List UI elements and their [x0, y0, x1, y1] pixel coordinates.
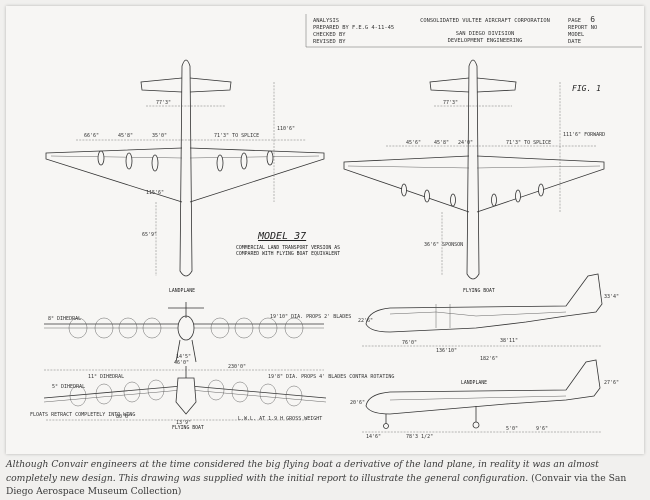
- title-date: DATE: [568, 39, 581, 45]
- dim-to-splice-left: 71'3" TO SPLICE: [214, 133, 259, 139]
- plan-view-flying-boat: 77'3" 45'6" 45'8" 24'0" 71'3" TO SPLICE …: [343, 59, 605, 280]
- title-analysis: ANALYSIS: [313, 18, 339, 24]
- title-block-center: CONSOLIDATED VULTEE AIRCRAFT CORPORATION…: [410, 18, 560, 45]
- note-lwl: L.W.L. AT 1.9 H GROSS WEIGHT: [238, 416, 322, 422]
- dim-80-6: 80'6": [116, 414, 131, 420]
- dim-props-landplane: 19'10" DIA. PROPS 2' BLADES: [270, 314, 351, 320]
- dim-76-0: 76'0": [402, 340, 417, 346]
- title-model: MODEL: [568, 32, 585, 38]
- dim-45-6: 45'6": [406, 140, 421, 146]
- front-view-landplane: 8° DIHEDRAL 19'10" DIA. PROPS 2' BLADES …: [44, 302, 351, 371]
- page-label: PAGE: [568, 18, 581, 24]
- dim-14-5: 14'5": [176, 354, 191, 360]
- side-view-flying-boat: 33'4" 22'6" 76'0" 136'10" 38'11" 182'6": [358, 273, 619, 362]
- dim-14-6: 14'6": [366, 434, 381, 440]
- dim-38-11: 38'11": [500, 338, 518, 344]
- title-department: DEVELOPMENT ENGINEERING: [447, 38, 523, 44]
- figure-label: FIG. 1: [572, 84, 601, 93]
- dim-tail-span-left: 77'3": [156, 100, 171, 106]
- dim-20-6: 20'6": [350, 400, 365, 406]
- dim-111-6: 111'6" FORWARD: [563, 132, 605, 138]
- photo-caption: Although Convair engineers at the time c…: [6, 458, 646, 499]
- dim-78-3: 78'3 1/2": [406, 434, 433, 440]
- page-number: 6: [590, 15, 596, 24]
- engineering-drawing: 77'3" 66'6" 45'8" 35'0" 71'3" TO SPLICE …: [30, 14, 642, 440]
- model-subtitle-line-1: COMMERCIAL LAND TRANSPORT VERSION AS: [236, 246, 340, 251]
- dim-46-0: 46'0": [174, 360, 189, 366]
- caption-text: Although Convair engineers at the time c…: [6, 459, 599, 484]
- caption-credit: (Convair via the San Diego Aerospace Mus…: [6, 472, 627, 498]
- title-block-right: PAGE 6 REPORT NO MODEL DATE: [568, 16, 597, 46]
- dim-22-6: 22'6": [358, 318, 373, 324]
- label-landplane-front: LANDPLANE: [169, 289, 195, 294]
- title-block-left: ANALYSIS PREPARED BY F.E.G 4-11-45 CHECK…: [313, 18, 394, 46]
- dim-36-6: 36'6" SPONSON: [424, 242, 463, 248]
- title-prepared-by: PREPARED BY F.E.G 4-11-45: [313, 25, 395, 31]
- dim-66-6: 66'6": [84, 133, 99, 139]
- dim-45-8-right: 45'8": [434, 140, 449, 146]
- title-company: CONSOLIDATED VULTEE AIRCRAFT CORPORATION: [420, 18, 550, 24]
- model-subtitle-line-2: COMPARED WITH FLYING BOAT EQUIVALENT: [236, 252, 340, 257]
- side-view-landplane: 27'6" 20'6" 14'6" 78'3 1/2" 5'0" 9'6": [350, 359, 619, 440]
- front-view-flying-boat: 11° DIHEDRAL 5° DIHEDRAL 19'8" DIA. PROP…: [30, 366, 394, 426]
- dim-65-9: 65'9": [142, 232, 157, 238]
- dim-110-6: 110'6": [277, 126, 295, 132]
- model-label: MODEL 37: [258, 231, 307, 242]
- dim-24-0: 24'0": [458, 140, 473, 146]
- plan-view-landplane: 77'3" 66'6" 45'8" 35'0" 71'3" TO SPLICE …: [45, 59, 325, 277]
- dim-11-dihedral: 11° DIHEDRAL: [88, 374, 124, 380]
- dim-tail-span-right: 77'3": [443, 100, 458, 106]
- dim-to-splice-right: 71'3" TO SPLICE: [506, 140, 551, 146]
- title-revised-by: REVISED BY: [313, 39, 346, 45]
- dim-136-10: 136'10": [436, 348, 457, 354]
- dim-45-8: 45'8": [118, 133, 133, 139]
- label-flying-boat-side: FLYING BOAT: [463, 289, 495, 294]
- dim-115-6: 115'6": [146, 190, 164, 196]
- title-report-no: REPORT NO: [568, 25, 598, 31]
- title-division: SAN DIEGO DIVISION: [455, 31, 515, 37]
- dim-33-4: 33'4": [604, 294, 619, 300]
- dim-5-dihedral: 5° DIHEDRAL: [52, 384, 85, 390]
- model-subtitle: COMMERCIAL LAND TRANSPORT VERSION AS COM…: [236, 246, 340, 258]
- dim-8-dihedral: 8° DIHEDRAL: [48, 316, 81, 322]
- dim-13-9: 13'9": [176, 420, 191, 426]
- dim-props-flying-boat: 19'8" DIA. PROPS 4' BLADES CONTRA ROTATI…: [268, 374, 394, 380]
- drawing-sheet: ANALYSIS PREPARED BY F.E.G 4-11-45 CHECK…: [6, 6, 644, 454]
- title-checked-by: CHECKED BY: [313, 32, 346, 38]
- dim-9-6: 9'6": [536, 426, 548, 432]
- dim-5-0: 5'0": [506, 426, 518, 432]
- dim-35-0: 35'0": [152, 133, 167, 139]
- note-floats: FLOATS RETRACT COMPLETELY INTO WING: [30, 412, 135, 418]
- dim-230-0: 230'0": [228, 364, 246, 370]
- dim-182-6: 182'6": [480, 356, 498, 362]
- label-flying-boat-front: FLYING BOAT: [172, 426, 204, 431]
- dim-27-6: 27'6": [604, 380, 619, 386]
- label-landplane-side: LANDPLANE: [461, 381, 487, 386]
